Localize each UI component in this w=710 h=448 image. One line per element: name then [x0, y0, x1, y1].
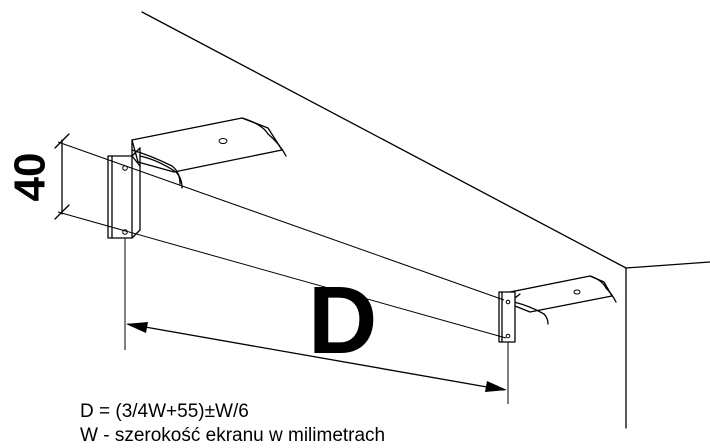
wall-corner-edge	[625, 261, 710, 269]
left-bracket-hole	[218, 138, 228, 144]
right-bracket-plate	[504, 275, 613, 313]
top-reference-line	[57, 141, 505, 301]
ceiling-wall-edge	[141, 11, 627, 269]
bottom-reference-line	[57, 211, 507, 339]
distance-formula: D = (3/4W+55)±W/6	[80, 401, 249, 422]
formula-legend: W - szerokość ekranu w milimetrach	[80, 425, 386, 446]
right-bracket-arm	[498, 291, 516, 343]
bracket-reference-lines	[57, 141, 507, 339]
right-bracket-hole	[573, 289, 581, 295]
right-bracket	[498, 275, 617, 343]
room-outline	[141, 11, 710, 429]
height-dimension-label: 40	[6, 153, 55, 202]
distance-dimension-line	[127, 323, 505, 391]
distance-symbol: D	[308, 267, 377, 374]
height-dimension: 40	[6, 133, 70, 220]
left-bracket	[107, 117, 287, 239]
distance-arrow-left	[126, 322, 148, 333]
distance-arrow-right	[485, 381, 507, 392]
distance-dimension: D	[124, 238, 509, 404]
